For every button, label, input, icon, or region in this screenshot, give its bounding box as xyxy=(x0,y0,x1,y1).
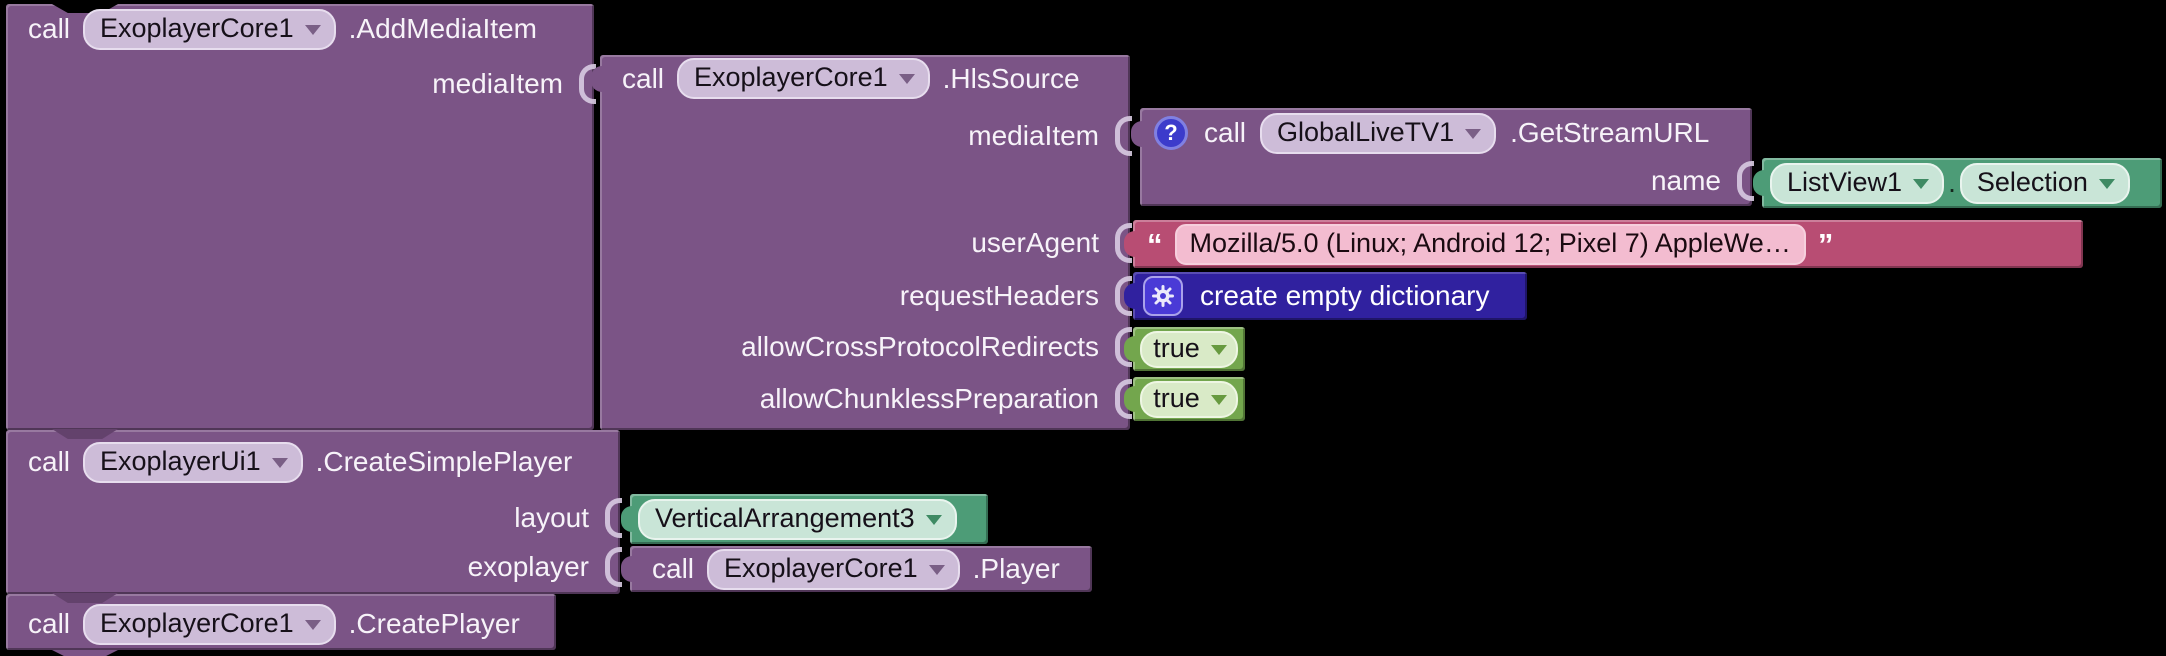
value-socket xyxy=(605,547,622,587)
value-plug xyxy=(1124,386,1135,412)
component-dropdown[interactable]: ExoplayerCore1 xyxy=(83,603,336,645)
arg-label-requestheaders: requestHeaders xyxy=(899,280,1099,311)
component-name: GlobalLiveTV1 xyxy=(1277,116,1455,147)
block-call-addmediaitem[interactable]: call ExoplayerCore1 .AddMediaItem mediaI… xyxy=(6,4,596,430)
method-name: .Player xyxy=(972,553,1060,584)
text-string-field[interactable]: Mozilla/5.0 (Linux; Android 12; Pixel 7)… xyxy=(1174,223,1806,265)
method-name: .CreatePlayer xyxy=(348,608,520,639)
dropdown-arrow-icon xyxy=(928,564,945,575)
arg-label-layout: layout xyxy=(514,502,589,533)
property-name: Selection xyxy=(1976,166,2088,197)
arg-label-allowchunklesspreparation: allowChunklessPreparation xyxy=(759,383,1099,414)
component-name: ListView1 xyxy=(1787,166,1903,197)
dropdown-arrow-icon xyxy=(925,514,942,525)
component-name: ExoplayerCore1 xyxy=(100,607,294,638)
statement-seam-notch xyxy=(52,429,118,439)
component-name: ExoplayerUi1 xyxy=(100,445,261,476)
statement-bottom-tab xyxy=(52,650,118,656)
logic-value-dropdown[interactable]: true xyxy=(1140,380,1238,418)
block-logic-true-crossprotocol[interactable]: true xyxy=(1124,327,1245,371)
arg-label-useragent: userAgent xyxy=(971,227,1099,258)
value-socket xyxy=(1737,161,1754,201)
statement-notch xyxy=(52,4,118,13)
call-keyword: call xyxy=(622,62,665,94)
arg-label-mediaitem: mediaItem xyxy=(432,68,563,99)
value-socket xyxy=(579,64,596,104)
dropdown-arrow-icon xyxy=(1465,128,1482,139)
component-dropdown[interactable]: VerticalArrangement3 xyxy=(638,498,957,540)
call-keyword: call xyxy=(28,608,71,639)
arg-label-name: name xyxy=(1650,165,1721,196)
value-socket xyxy=(1115,379,1132,419)
gear-glyph xyxy=(1152,285,1174,307)
value-plug xyxy=(621,506,632,532)
value-plug xyxy=(1124,283,1135,309)
dropdown-arrow-icon xyxy=(271,457,288,468)
property-dropdown[interactable]: Selection xyxy=(1959,162,2130,204)
dropdown-arrow-icon xyxy=(2098,178,2115,189)
logic-value-dropdown[interactable]: true xyxy=(1140,330,1238,368)
logic-value: true xyxy=(1153,382,1200,413)
value-socket xyxy=(1115,223,1132,263)
block-call-getstreamurl[interactable]: ? call GlobalLiveTV1 .GetStreamURL name xyxy=(1131,108,1754,206)
component-name: VerticalArrangement3 xyxy=(655,502,915,533)
value-plug xyxy=(1131,121,1142,147)
component-dropdown[interactable]: ExoplayerCore1 xyxy=(677,58,930,99)
method-name: .CreateSimplePlayer xyxy=(315,446,573,477)
dropdown-arrow-icon xyxy=(304,24,321,35)
component-dropdown[interactable]: ExoplayerCore1 xyxy=(83,8,336,50)
component-dropdown[interactable]: ExoplayerCore1 xyxy=(707,548,960,590)
method-name: .GetStreamURL xyxy=(1510,117,1710,148)
block-call-hlssource[interactable]: call ExoplayerCore1 .HlsSource mediaItem… xyxy=(591,55,1132,430)
value-plug xyxy=(621,556,632,582)
block-create-empty-dictionary[interactable]: create empty dictionary xyxy=(1124,272,1527,320)
block-call-player[interactable]: call ExoplayerCore1 .Player xyxy=(621,546,1092,592)
help-icon[interactable]: ? xyxy=(1154,116,1188,150)
value-plug xyxy=(1124,231,1135,257)
open-quote: “ xyxy=(1147,226,1163,262)
dropdown-arrow-icon xyxy=(1210,394,1227,405)
component-dropdown[interactable]: ExoplayerUi1 xyxy=(83,441,303,483)
arg-label-mediaitem: mediaItem xyxy=(968,120,1099,151)
block-text-useragent-string[interactable]: “ Mozilla/5.0 (Linux; Android 12; Pixel … xyxy=(1124,220,2083,268)
value-plug xyxy=(1753,170,1764,196)
method-name: .AddMediaItem xyxy=(348,13,537,44)
component-name: ExoplayerCore1 xyxy=(724,552,918,583)
value-socket xyxy=(1115,276,1132,316)
block-call-createplayer[interactable]: call ExoplayerCore1 .CreatePlayer xyxy=(6,593,556,656)
call-keyword: call xyxy=(1204,117,1247,148)
arg-label-exoplayer: exoplayer xyxy=(467,551,589,582)
component-name: ExoplayerCore1 xyxy=(100,12,294,43)
value-plug xyxy=(1124,336,1135,362)
mutator-gear-icon[interactable] xyxy=(1143,276,1183,316)
method-name: .HlsSource xyxy=(942,62,1080,94)
value-plug xyxy=(591,66,602,92)
block-verticalarrangement3[interactable]: VerticalArrangement3 xyxy=(621,494,988,544)
statement-seam-notch xyxy=(52,593,118,603)
dictionary-label: create empty dictionary xyxy=(1200,280,1490,311)
value-socket xyxy=(605,498,622,538)
arg-label-allowcrossprotocolredirects: allowCrossProtocolRedirects xyxy=(741,331,1099,362)
component-dropdown[interactable]: GlobalLiveTV1 xyxy=(1260,112,1497,154)
close-quote: ” xyxy=(1817,226,1834,262)
call-keyword: call xyxy=(28,446,71,477)
dropdown-arrow-icon xyxy=(1210,344,1227,355)
component-dropdown[interactable]: ListView1 xyxy=(1770,162,1945,204)
logic-value: true xyxy=(1153,332,1200,363)
component-name: ExoplayerCore1 xyxy=(694,62,888,92)
value-socket xyxy=(1115,327,1132,367)
call-keyword: call xyxy=(28,13,71,44)
dropdown-arrow-icon xyxy=(304,619,321,630)
block-call-createsimpleplayer[interactable]: call ExoplayerUi1 .CreateSimplePlayer la… xyxy=(6,429,622,594)
call-keyword: call xyxy=(652,553,695,584)
block-listview1-selection[interactable]: ListView1 . Selection xyxy=(1753,158,2162,208)
value-socket xyxy=(1115,116,1132,156)
block-logic-true-chunkless[interactable]: true xyxy=(1124,377,1245,421)
dropdown-arrow-icon xyxy=(1913,178,1930,189)
property-dot-separator: . xyxy=(1948,167,1956,198)
dropdown-arrow-icon xyxy=(898,74,915,84)
